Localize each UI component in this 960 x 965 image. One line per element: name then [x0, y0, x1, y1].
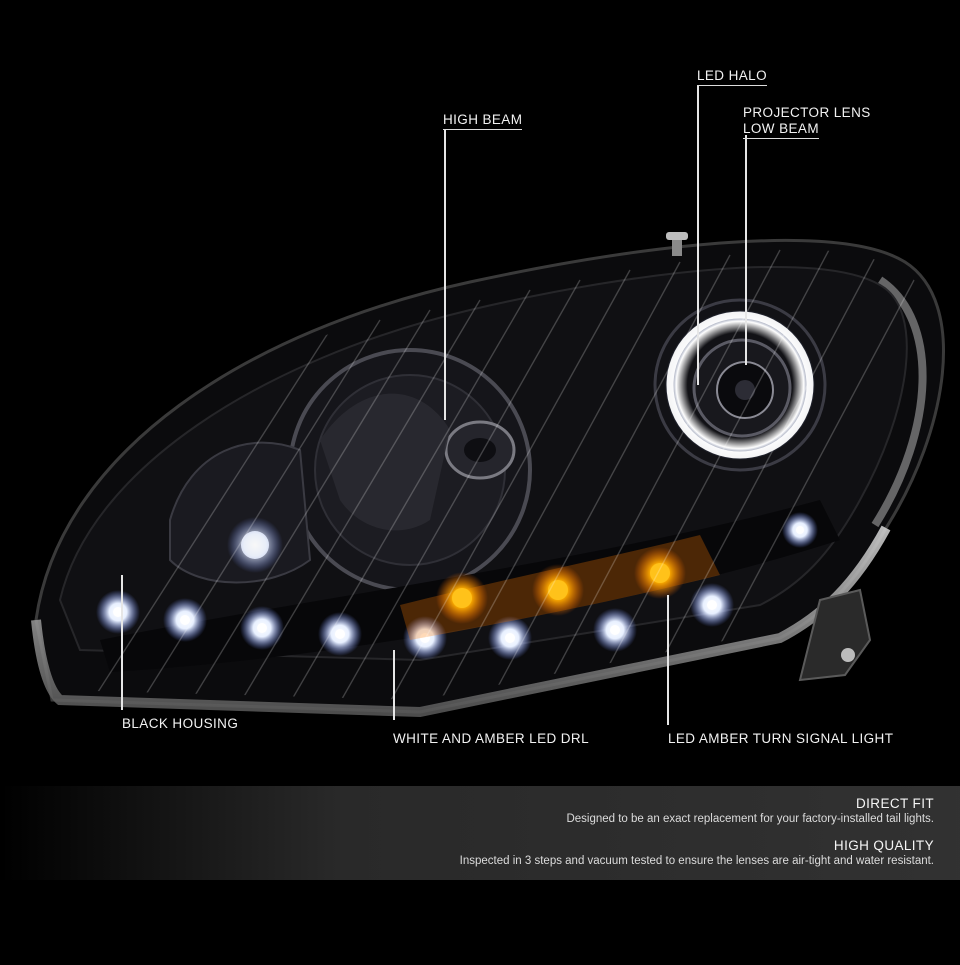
feature-title-high-quality: HIGH QUALITY [833, 838, 934, 853]
housing-rim [31, 525, 891, 718]
feature-band [0, 786, 960, 880]
leader-led-halo [697, 85, 699, 385]
leader-drl [393, 650, 395, 720]
lens-fluting [79, 248, 931, 700]
callout-projector-line1: PROJECTOR LENS [743, 105, 871, 120]
callout-projector: PROJECTOR LENS LOW BEAM [743, 105, 871, 139]
callout-high-beam: HIGH BEAM [443, 112, 523, 130]
callout-black-housing: BLACK HOUSING [122, 716, 239, 731]
callout-drl: WHITE AND AMBER LED DRL [393, 731, 589, 746]
leader-turn-signal [667, 595, 669, 725]
leader-housing [121, 575, 123, 710]
leader-high-beam [444, 130, 446, 420]
feature-desc-high-quality: Inspected in 3 steps and vacuum tested t… [459, 855, 934, 867]
leader-projector [745, 135, 747, 365]
feature-title-direct-fit: DIRECT FIT [856, 796, 934, 811]
feature-desc-direct-fit: Designed to be an exact replacement for … [566, 813, 934, 825]
drl-led-row [96, 512, 818, 660]
callout-projector-line2: LOW BEAM [743, 121, 819, 139]
callout-led-halo: LED HALO [697, 68, 767, 86]
callout-turn-signal: LED AMBER TURN SIGNAL LIGHT [668, 731, 894, 746]
amber-turn-signals [400, 535, 720, 640]
